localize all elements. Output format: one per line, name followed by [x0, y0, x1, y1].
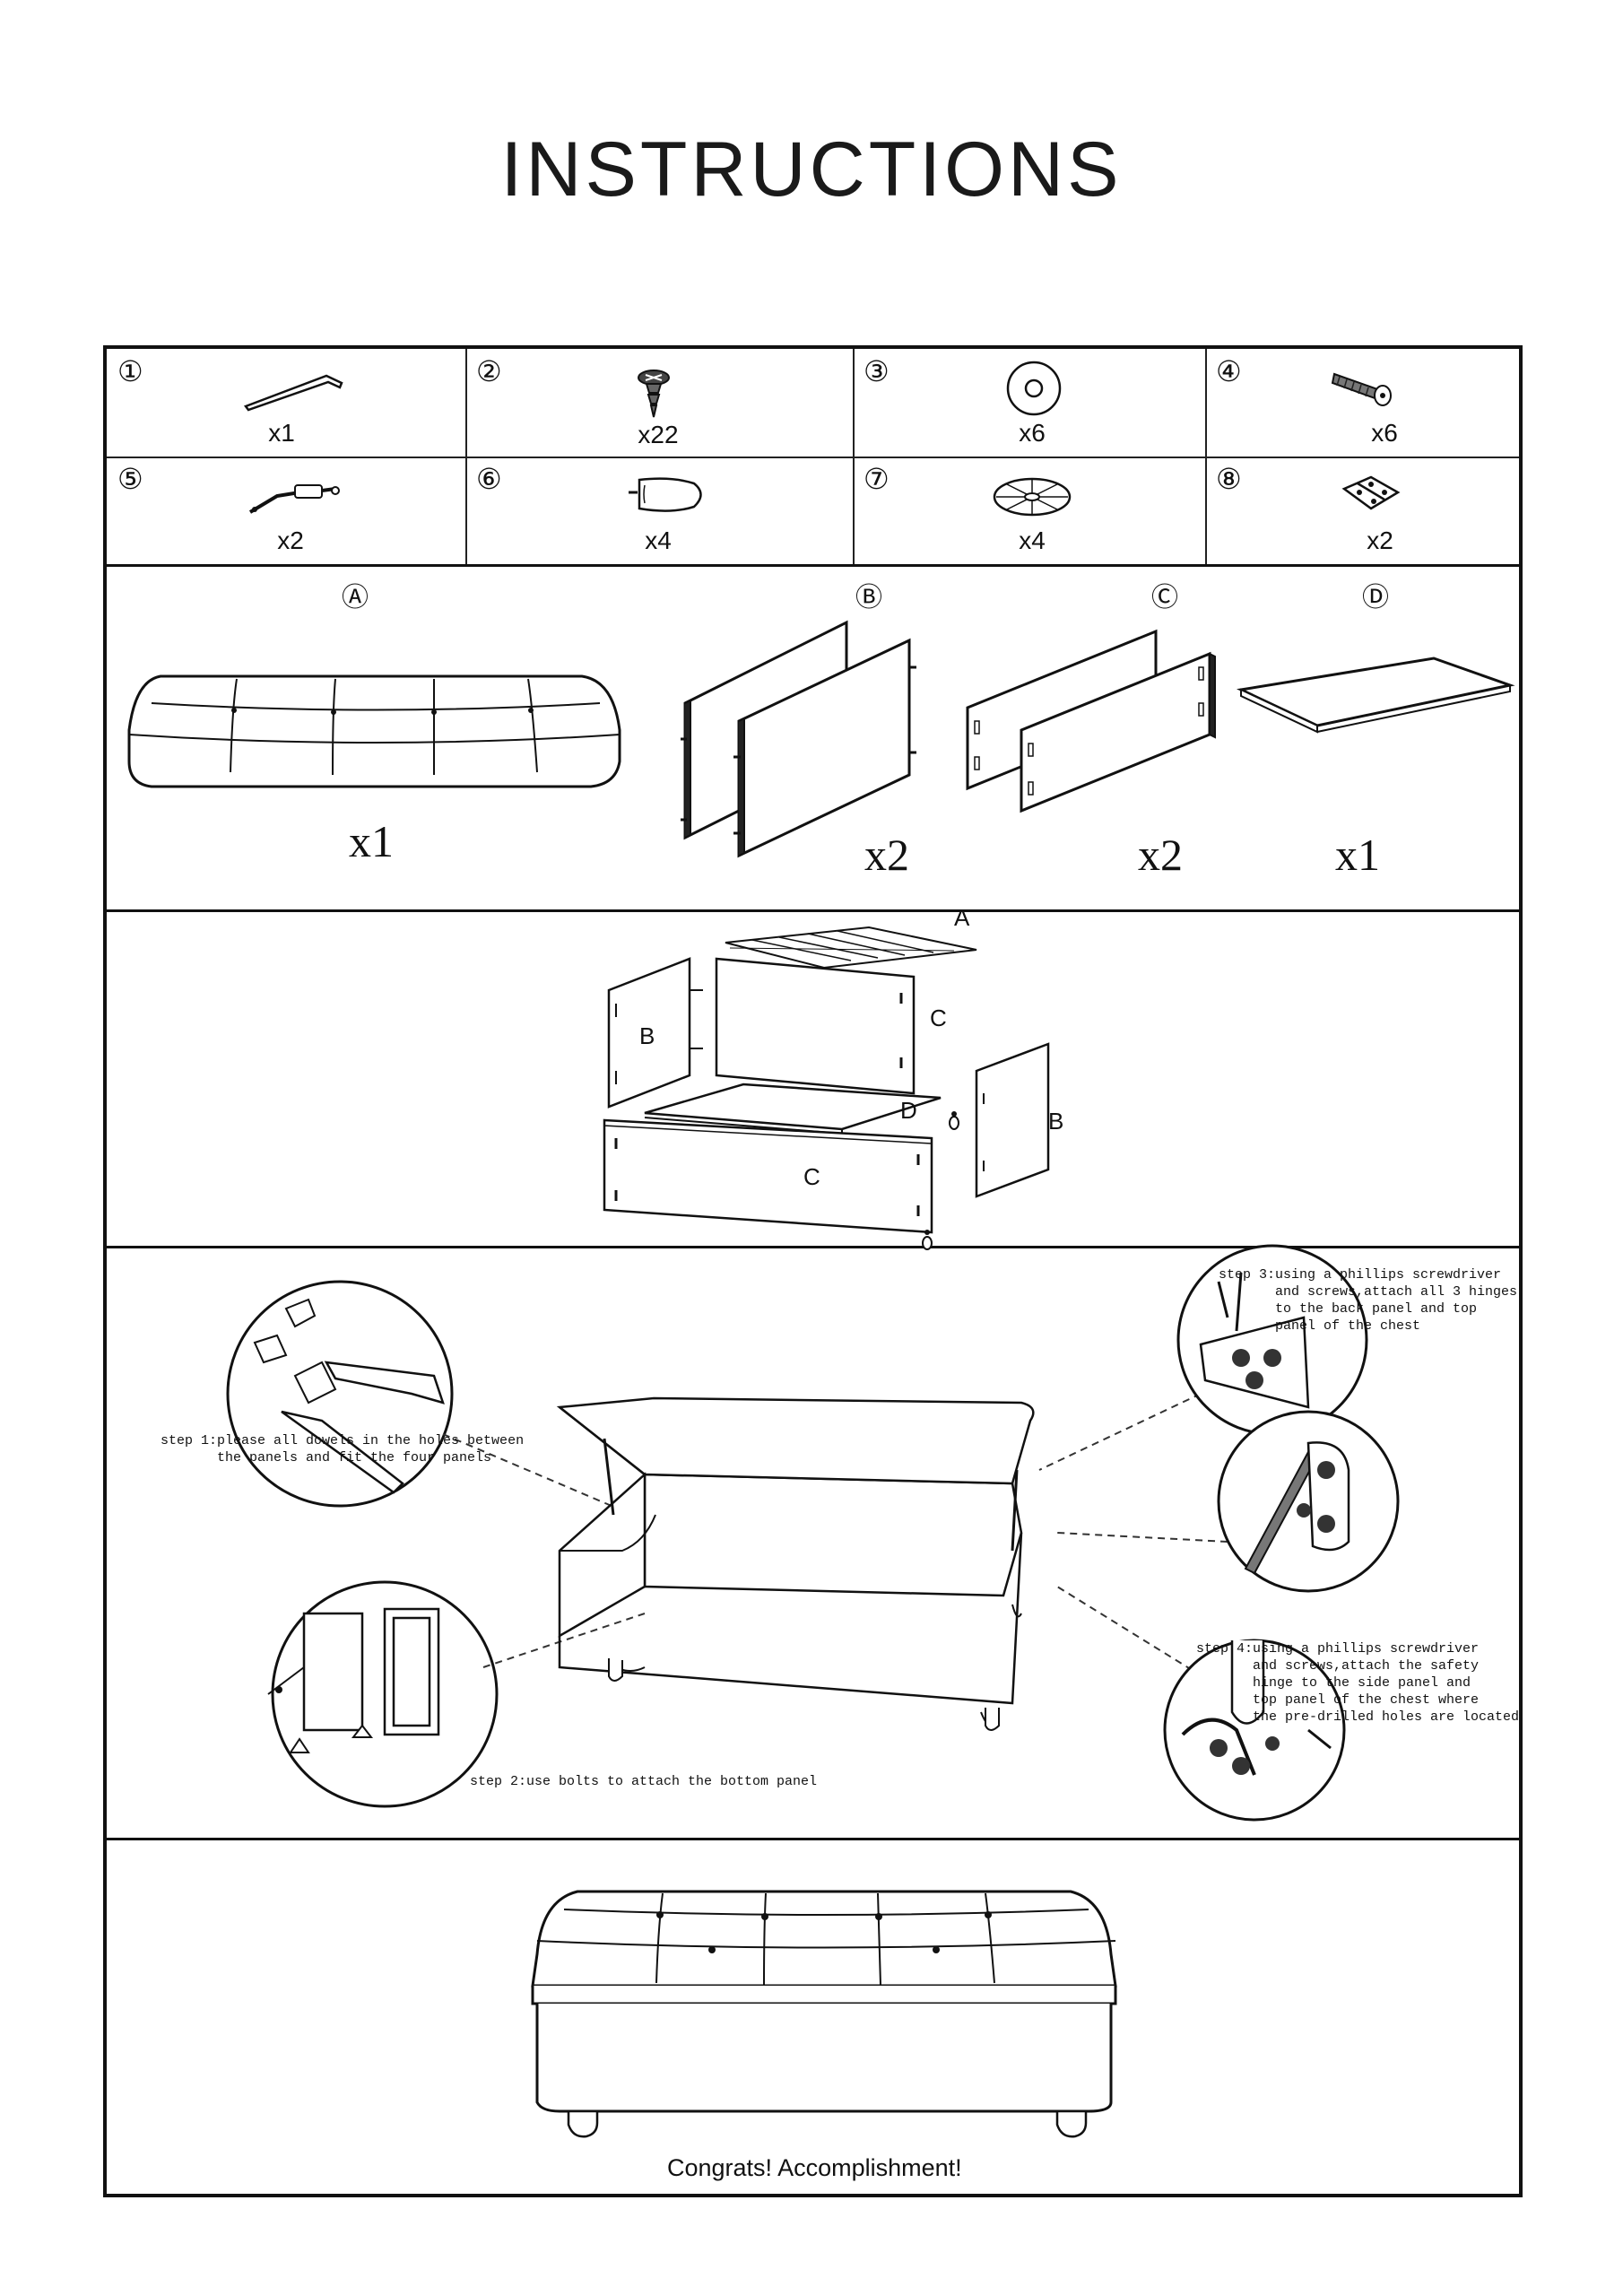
panel-qty: x1	[1335, 830, 1380, 880]
congrats-text: Congrats! Accomplishment!	[667, 2154, 962, 2181]
page-title: INSTRUCTIONS	[500, 126, 1123, 213]
panel-qty: x1	[349, 816, 394, 866]
hinge-icon	[1341, 475, 1401, 510]
hardware-number: ④	[1216, 354, 1242, 388]
panel-letter: Ⓒ	[1151, 582, 1178, 613]
bottom-panel-icon	[1236, 657, 1515, 734]
label-d: D	[900, 1097, 917, 1124]
label-c-back: C	[930, 1004, 947, 1031]
hardware-qty: x4	[645, 526, 672, 554]
hardware-number: ③	[864, 354, 890, 388]
hardware-item-7: ⑦ x4	[853, 457, 1205, 564]
cushion-top-icon	[127, 674, 621, 788]
hardware-number: ①	[117, 354, 143, 388]
hardware-number: ⑤	[117, 462, 143, 496]
hardware-item-5: ⑤ x2	[107, 457, 465, 564]
panel-letter: Ⓓ	[1362, 582, 1389, 613]
panel-letter: Ⓐ	[342, 582, 369, 613]
long-panel-icon	[966, 629, 1216, 813]
allen-key-icon	[244, 374, 343, 412]
screw-icon	[638, 370, 670, 418]
hardware-qty: x22	[638, 421, 679, 448]
hardware-qty: x1	[268, 419, 295, 447]
finished-bench-icon	[531, 1890, 1117, 2138]
hardware-item-4: ④ x6	[1205, 349, 1523, 457]
hardware-qty: x4	[1019, 526, 1046, 554]
safety-hinge-icon	[248, 484, 340, 514]
panel-qty: x2	[1138, 830, 1183, 880]
hardware-number: ⑦	[864, 462, 890, 496]
step-1-text: step 1:please all dowels in the holes be…	[161, 1433, 525, 1465]
leg-plate-icon	[993, 477, 1072, 517]
label-b-left: B	[639, 1022, 655, 1049]
hardware-qty: x2	[277, 526, 304, 554]
panel-qty: x2	[864, 830, 909, 880]
hardware-qty: x6	[1019, 419, 1046, 447]
hardware-number: ⑥	[476, 462, 502, 496]
label-b-right: B	[1048, 1108, 1063, 1135]
instruction-frame: ① x1 ② x22 ③ x6 ④ x6 ⑤	[103, 345, 1523, 2197]
hardware-qty: x6	[1371, 419, 1398, 447]
panel-d: Ⓓ x1	[1228, 564, 1523, 909]
hardware-qty: x2	[1367, 526, 1393, 554]
hardware-item-1: ① x1	[107, 349, 465, 457]
step-4-text: step 4:using a phillips screwdriver and …	[1196, 1641, 1520, 1725]
step-2-text: step 2:use bolts to attach the bottom pa…	[470, 1774, 818, 1789]
hardware-number: ⑧	[1216, 462, 1242, 496]
hardware-item-8: ⑧ x2	[1205, 457, 1523, 564]
hardware-item-6: ⑥ x4	[465, 457, 853, 564]
assembly-steps-diagram	[226, 1244, 1400, 1822]
hardware-number: ②	[476, 354, 502, 388]
panel-c: Ⓒ x2	[932, 564, 1219, 909]
hardware-item-2: ② x22	[465, 349, 853, 457]
step-3-text: step 3:using a phillips screwdriver and …	[1219, 1267, 1518, 1334]
leg-icon	[629, 477, 702, 512]
washer-icon	[1006, 361, 1062, 416]
label-c-front: C	[803, 1163, 820, 1190]
label-a: A	[954, 904, 970, 931]
exploded-assembly-diagram: A B C D B C	[603, 904, 1063, 1250]
panel-a: Ⓐ x1	[107, 564, 621, 909]
hardware-item-3: ③ x6	[853, 349, 1205, 457]
panel-b: Ⓑ x2	[645, 564, 916, 909]
panel-letter: Ⓑ	[855, 582, 882, 613]
bolt-icon	[1331, 372, 1392, 406]
side-panel-icon	[681, 620, 916, 858]
